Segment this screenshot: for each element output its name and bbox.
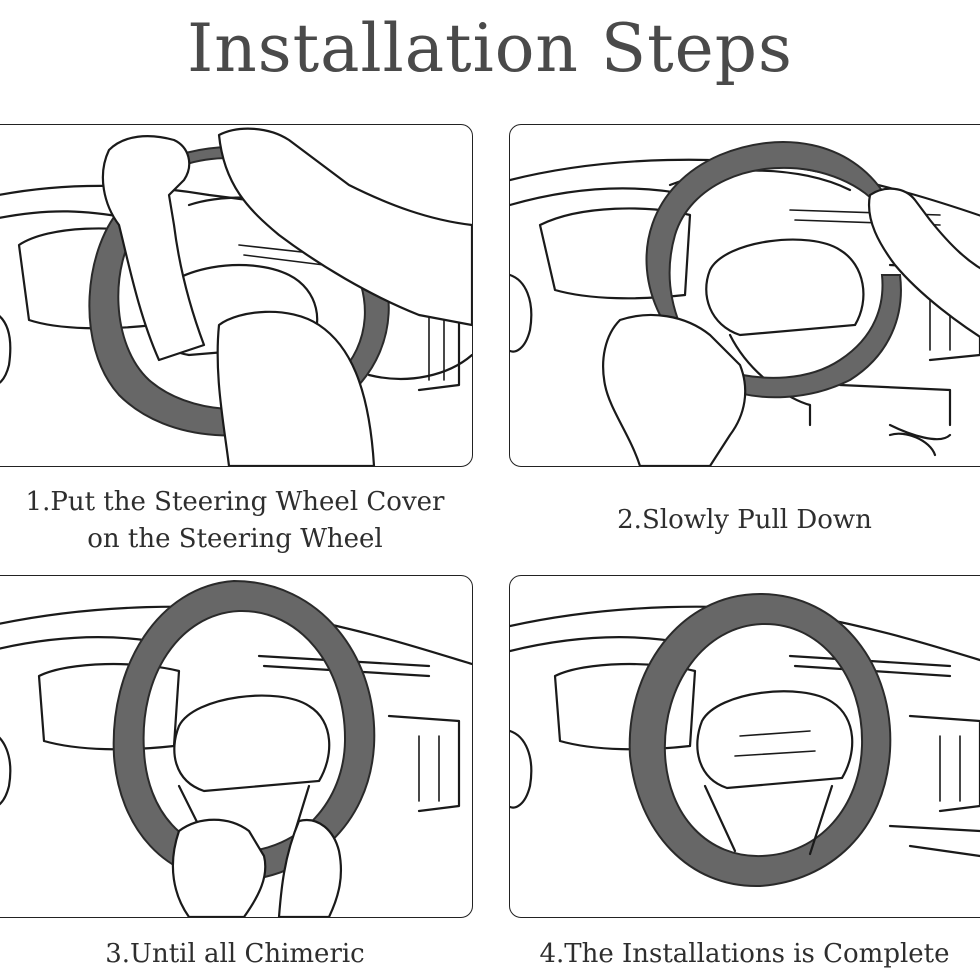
step-4-number: 4.	[539, 939, 565, 969]
step-4-text: The Installations is Complete	[564, 939, 950, 969]
step-1-illustration	[0, 124, 473, 467]
step-2-illustration	[509, 124, 980, 467]
step-1-text-line2: on the Steering Wheel	[87, 524, 383, 554]
step-2-text: Slowly Pull Down	[641, 505, 872, 535]
step-1-caption: 1.Put the Steering Wheel Cover on the St…	[0, 484, 470, 558]
step-3-illustration	[0, 575, 473, 918]
step-2-drawing	[510, 141, 980, 466]
step-1-text-line1: Put the Steering Wheel Cover	[50, 487, 445, 517]
step-1-number: 1.	[25, 487, 51, 517]
step-2-caption: 2.Slowly Pull Down	[509, 502, 980, 539]
step-3-caption: 3.Until all Chimeric	[0, 936, 470, 973]
step-3-drawing	[0, 579, 472, 917]
step-2-number: 2.	[617, 505, 642, 535]
step-4-caption: 4.The Installations is Complete	[509, 936, 980, 973]
page-title: Installation Steps	[187, 10, 793, 87]
step-3-number: 3.	[105, 939, 131, 969]
step-3-text: Until all Chimeric	[130, 939, 365, 969]
step-4-illustration	[509, 575, 980, 918]
step-1-drawing	[0, 127, 472, 466]
step-4-drawing	[510, 592, 980, 888]
